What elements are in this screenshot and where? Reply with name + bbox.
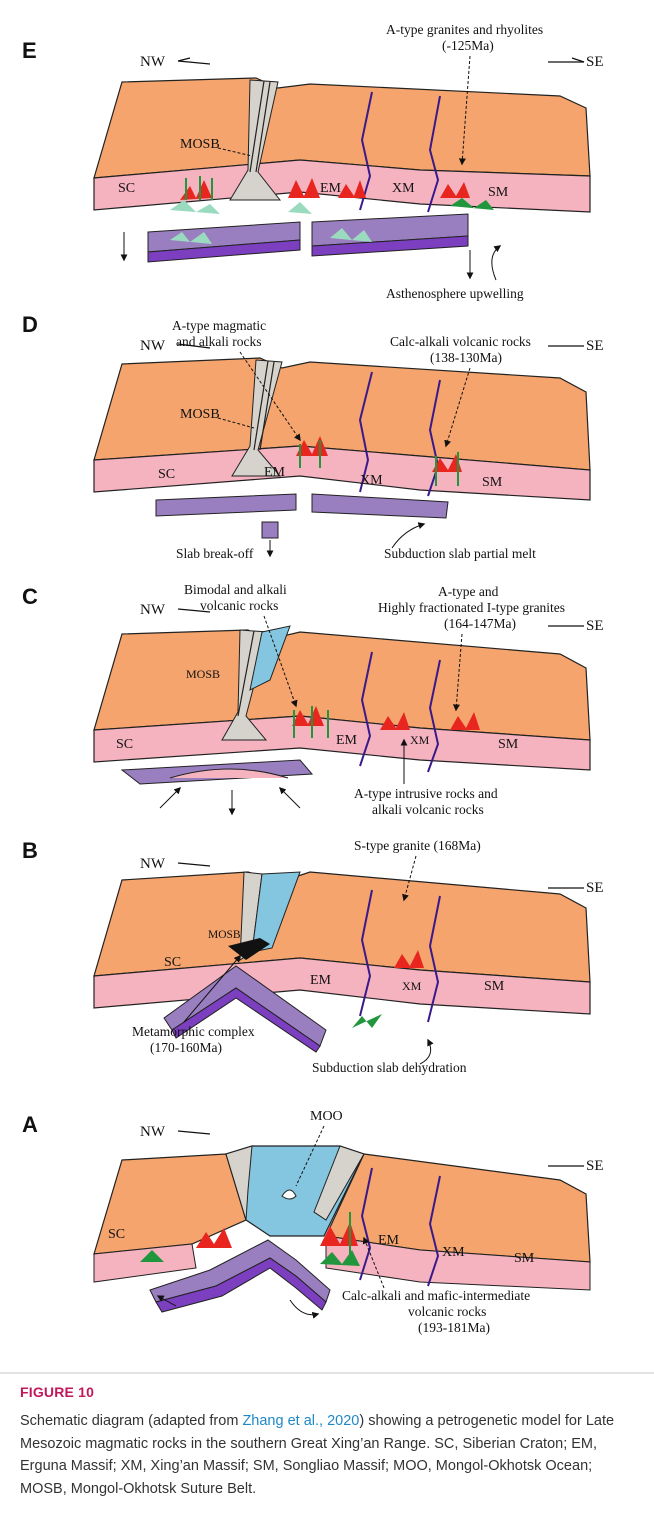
panel-d-em: EM (264, 465, 286, 480)
panel-e-sm: SM (488, 185, 509, 200)
diagram-svg: E NW SE A-type gra (0, 0, 654, 1372)
panel-c-sm: SM (498, 737, 519, 752)
panel-b-nw: NW (140, 856, 166, 872)
panel-b-sc: SC (164, 955, 181, 970)
panel-c-em: EM (336, 733, 358, 748)
panel-d-magmatic-2: and alkali rocks (176, 334, 261, 349)
panel-c-nw: NW (140, 602, 166, 618)
figure-label: FIGURE 10 (20, 1384, 94, 1400)
panel-c: C NW SE Bimodal and alkali volcanic rock… (22, 582, 604, 817)
panel-c-intrusive-1: A-type intrusive rocks and (354, 786, 498, 801)
panel-d-breakoff: Slab break-off (176, 546, 254, 561)
panel-b-sm: SM (484, 979, 505, 994)
panel-e-nw: NW (140, 54, 166, 70)
panel-a-sm: SM (514, 1251, 535, 1266)
panel-c-se: SE (586, 618, 604, 634)
panel-b-dehydration: Subduction slab dehydration (312, 1060, 467, 1075)
caption-text-before: Schematic diagram (adapted from (20, 1413, 242, 1429)
panel-a-nw: NW (140, 1124, 166, 1140)
panel-c-atype-3: (164-147Ma) (444, 616, 516, 631)
panel-a-calc-2: volcanic rocks (408, 1304, 486, 1319)
panel-a-calc-1: Calc-alkali and mafic-intermediate (342, 1288, 530, 1303)
panel-letter-b: B (22, 838, 38, 863)
panel-e-xm: XM (392, 181, 415, 196)
panel-b-stype: S-type granite (168Ma) (354, 838, 481, 853)
panel-d-calc-2: (138-130Ma) (430, 350, 502, 365)
panel-c-atype-2: Highly fractionated I-type granites (378, 600, 565, 615)
panel-e-age: (-125Ma) (442, 38, 494, 53)
panel-c-bimodal-2: volcanic rocks (200, 598, 278, 613)
panel-e-mosb: MOSB (180, 137, 220, 152)
panel-a-sc: SC (108, 1227, 125, 1242)
panel-e-se: SE (586, 54, 604, 70)
panel-a-se: SE (586, 1158, 604, 1174)
panel-c-xm: XM (410, 733, 430, 747)
panel-b-em: EM (310, 973, 332, 988)
panel-d-sm: SM (482, 475, 503, 490)
panel-b-se: SE (586, 880, 604, 896)
panel-a-xm: XM (442, 1245, 465, 1260)
panel-a: A NW SE MOO SC EM XM SM Calc-alkali and … (22, 1109, 604, 1335)
panel-letter-a: A (22, 1112, 38, 1137)
panel-b-mosb: MOSB (208, 929, 241, 941)
panel-a-moo: MOO (310, 1109, 343, 1124)
figure-caption: FIGURE 10 Schematic diagram (adapted fro… (0, 1372, 654, 1526)
panel-d-nw: NW (140, 338, 166, 354)
panel-b-xm: XM (402, 979, 422, 993)
panel-c-intrusive-2: alkali volcanic rocks (372, 802, 484, 817)
panel-d-magmatic-1: A-type magmatic (172, 318, 266, 333)
panel-c-bimodal-1: Bimodal and alkali (184, 582, 287, 597)
panel-b-metamorphic-2: (170-160Ma) (150, 1040, 222, 1055)
panel-d: D NW SE A-type magmatic and alkali rocks… (22, 312, 604, 561)
panel-c-mosb: MOSB (186, 667, 220, 681)
panel-c-atype-1: A-type and (438, 584, 499, 599)
figure-10-diagram: E NW SE A-type gra (0, 0, 654, 1372)
panel-b: B NW SE S-type granite (168Ma) MOSB SC E… (22, 838, 604, 1075)
panel-d-xm: XM (360, 473, 383, 488)
panel-letter-c: C (22, 584, 38, 609)
panel-a-calc-3: (193-181Ma) (418, 1320, 490, 1335)
panel-letter-e: E (22, 38, 37, 63)
panel-letter-d: D (22, 312, 38, 337)
panel-e-asthenosphere: Asthenosphere upwelling (386, 286, 524, 301)
panel-d-sc: SC (158, 467, 175, 482)
panel-e-atype-label: A-type granites and rhyolites (386, 22, 543, 37)
panel-c-sc: SC (116, 737, 133, 752)
panel-d-slabmelt: Subduction slab partial melt (384, 546, 536, 561)
panel-d-mosb: MOSB (180, 407, 220, 422)
panel-e-sc: SC (118, 181, 135, 196)
citation-link[interactable]: Zhang et al., 2020 (242, 1413, 359, 1429)
panel-d-calc-1: Calc-alkali volcanic rocks (390, 334, 531, 349)
panel-a-em: EM (378, 1233, 400, 1248)
panel-b-metamorphic-1: Metamorphic complex (132, 1024, 255, 1039)
panel-d-se: SE (586, 338, 604, 354)
caption-text: Schematic diagram (adapted from Zhang et… (20, 1410, 634, 1500)
panel-e-em: EM (320, 181, 342, 196)
panel-e: E NW SE A-type gra (22, 22, 604, 301)
